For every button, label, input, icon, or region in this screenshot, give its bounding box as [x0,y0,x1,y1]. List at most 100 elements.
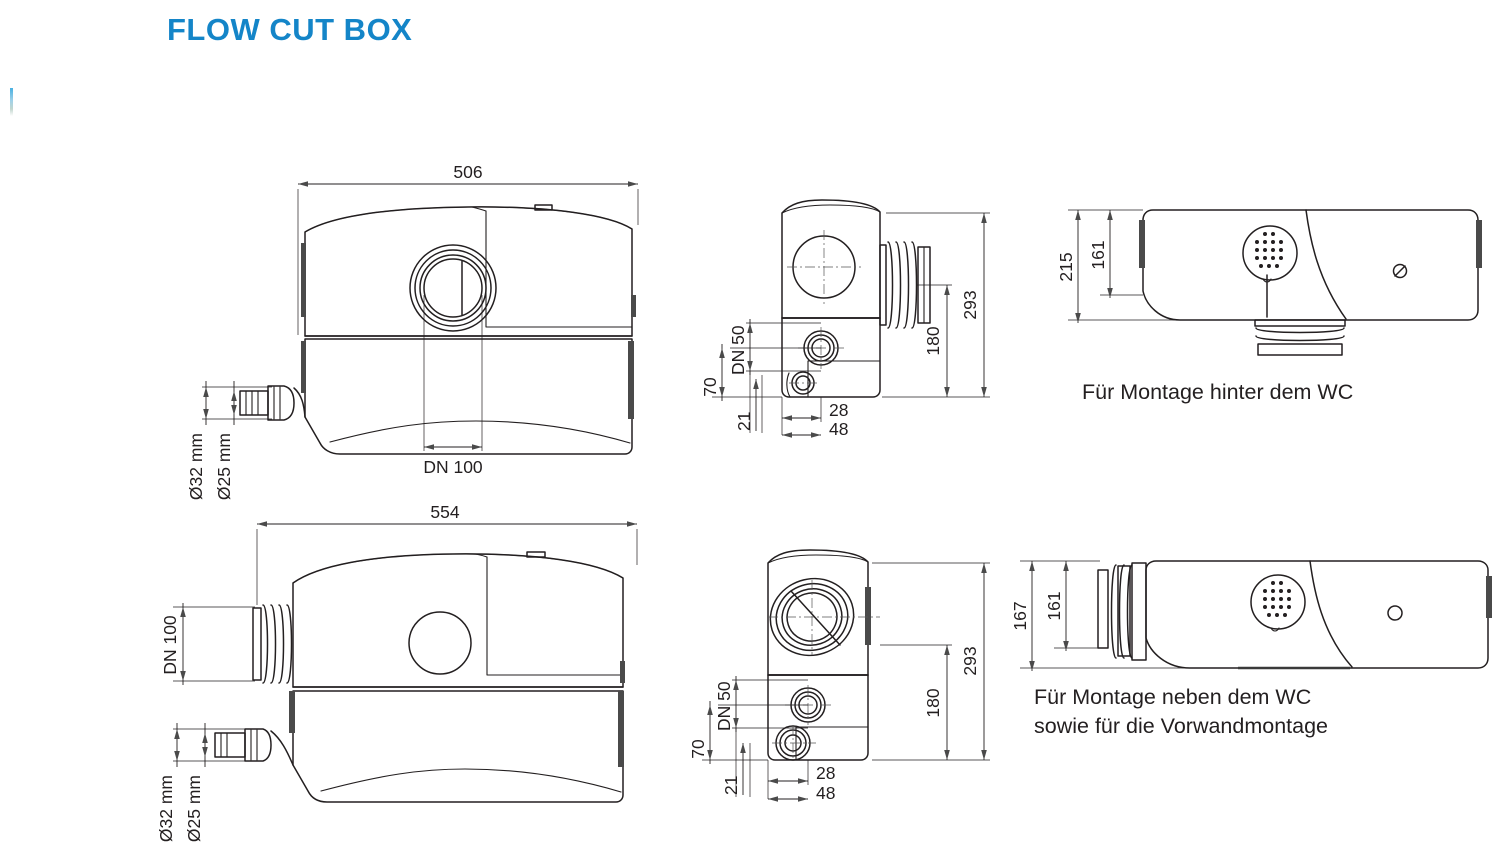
drawing-top-view-behind-wc: 215 161 [1056,195,1500,356]
lower-step-line [807,360,881,398]
caption-behind-wc: Für Montage hinter dem WC [1082,380,1354,404]
dim-label-depth-body: 161 [1044,591,1064,620]
arrow-up-icon [747,361,753,371]
bellows-collar [917,246,931,324]
arrow-up-icon [719,387,725,397]
outlet-bellows-base [1254,319,1346,327]
grille-holes-icon [1255,232,1283,268]
inlet-diagonal-line [790,590,841,646]
arrow-up-icon [944,750,950,760]
bellows-fold-1 [1126,564,1133,659]
arrow-left-icon [782,432,792,438]
lid-split-line [485,210,633,328]
drawing-side-view-behind-wc: 293 180 DN 50 70 21 28 48 [690,185,1020,455]
lid-split-curve [471,206,487,212]
dim-label-height-inlet: 180 [923,326,943,355]
side-tab-right-upper [620,661,625,683]
arrow-up-icon [1063,641,1069,651]
side-tab-right [1476,220,1482,268]
bellows-fold-3 [1110,564,1117,659]
side-tab-right-lower [628,341,634,419]
arrow-up-icon [944,387,950,397]
dim-label-width: 506 [453,162,482,182]
top-latch [526,551,546,558]
arrow-right-icon [627,521,637,527]
internal-slope-line [1305,209,1347,320]
drawing-top-view-beside-wc: 167 161 [1010,548,1500,688]
dim-label-height-low: 70 [688,739,708,759]
dim-label-outlet-small: Ø25 mm [214,433,234,500]
arrow-down-icon [944,645,950,655]
arrow-right-icon [798,778,808,784]
arrow-up-icon [707,750,713,760]
housing-top-edge [304,206,633,233]
outlet-pipe-threads [220,732,228,758]
housing-lower-shell [304,338,633,455]
bellows-fold-2 [895,241,902,329]
dim-label-height-inlet: 180 [923,688,943,717]
bellows-fold-4 [911,241,918,329]
arrow-left-icon [424,444,434,450]
inlet-ring-outer [409,244,497,332]
housing-lower [767,674,869,761]
outlet-to-housing [270,730,294,766]
housing-top-edge [781,204,881,214]
arrow-up-icon [202,747,208,757]
drawing-front-view-behind-wc: 506 Ø32 mm Ø25 mm DN 100 [180,155,660,500]
arrow-right-icon [472,444,482,450]
lower-shell-contour [329,420,631,444]
side-tab-right [1486,576,1492,618]
inlet-tilted-rings [769,577,855,657]
bellows-base [1131,562,1147,661]
side-tab-right-upper [631,295,636,317]
dim-label-height-total: 293 [960,290,980,319]
housing-upper-shell [292,553,624,688]
lower-shell-contour [320,768,622,793]
dim-label-port: DN 50 [728,325,748,375]
inlet-ring-2 [414,249,492,327]
outlet-collar [244,728,272,762]
arrow-down-icon [1107,210,1113,220]
port-small-shroud [786,372,791,398]
dim-label-depth-total: 167 [1010,601,1030,630]
dim-label-offset-small: 21 [734,412,754,431]
outlet-pipe-threads [245,390,259,416]
side-tab-left [1139,220,1145,268]
arrow-down-icon [733,680,739,690]
vent-hole-circle [1387,605,1403,621]
arrow-right-icon [811,432,821,438]
arrow-down-icon [203,387,209,397]
side-tab-left-upper [301,243,306,317]
internal-slope-line [1309,560,1353,668]
outlet-to-housing [293,387,306,418]
dim-label-port: DN 50 [714,681,734,731]
side-tab-left-lower [289,691,295,733]
arrow-left-icon [782,415,792,421]
grille-circle [1242,225,1298,281]
arrow-down-icon [231,391,237,401]
arrow-right-icon [811,415,821,421]
pump-circle [408,611,472,675]
arrow-down-icon [944,285,950,295]
arrow-down-icon [981,213,987,223]
screw-circle [1392,263,1408,279]
arrow-up-icon [180,671,186,681]
housing-top-edge [292,553,624,584]
top-latch [534,204,553,211]
grille-circle [1250,574,1306,630]
inlet-ring-inner [786,592,838,642]
arrow-down-icon [753,379,759,389]
housing-top-outline [1145,560,1489,669]
arrow-right-icon [628,181,638,187]
dim-label-outlet-large: Ø32 mm [156,775,176,842]
outlet-collar-ribs [250,729,258,761]
housing-top-edge [767,554,869,564]
dim-label-height-total: 293 [960,646,980,675]
housing-top-outline [1142,209,1479,321]
drawing-side-view-beside-wc: 293 180 DN 50 70 21 28 48 [688,535,1020,815]
dim-label-offset-large: 48 [816,783,835,803]
inlet-ring-2 [775,582,849,652]
outlet-pipe-body [214,732,246,758]
dim-label-offset-mid: 28 [816,763,835,783]
outlet-bellows-fold-2 [1255,335,1345,342]
